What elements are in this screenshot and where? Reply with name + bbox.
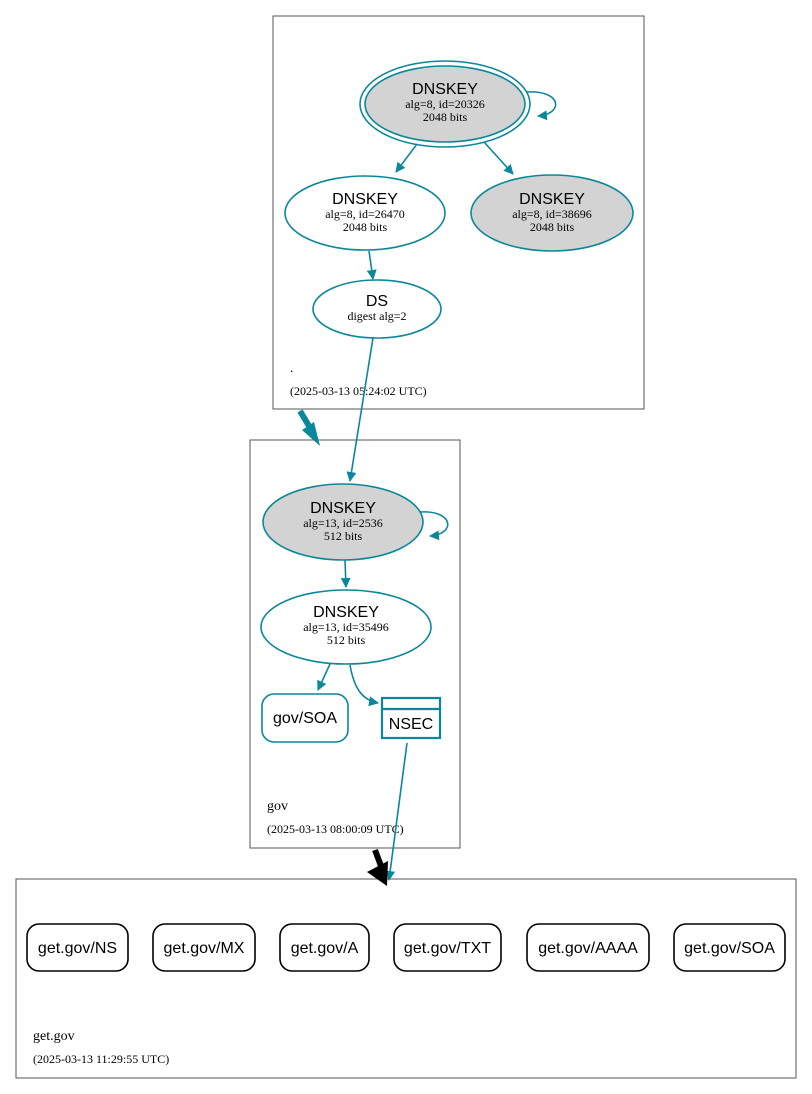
node-root-zsk1-title: DNSKEY — [332, 191, 398, 208]
zone-gov-name: gov — [267, 799, 288, 814]
node-root-zsk2-line2: 2048 bits — [530, 220, 575, 234]
zone-root-name: . — [290, 360, 293, 375]
edges — [317, 91, 557, 881]
zone-getgov: get.gov (2025-03-13 11:29:55 UTC) — [15, 878, 797, 1079]
record-txt-label: get.gov/TXT — [404, 940, 491, 957]
node-ds-line1: digest alg=2 — [347, 309, 406, 323]
record-aaaa[interactable]: get.gov/AAAA — [526, 923, 650, 972]
record-soa-label: get.gov/SOA — [684, 940, 775, 957]
edge-gov-zsk-soa — [317, 663, 331, 691]
node-gov-zsk-line2: 512 bits — [327, 633, 366, 647]
edge-zsk1-ds — [366, 250, 377, 280]
node-root-ksk-line1: alg=8, id=20326 — [405, 97, 485, 111]
record-soa[interactable]: get.gov/SOA — [673, 923, 786, 972]
delegation-gov-getgov — [367, 848, 388, 886]
node-ds[interactable]: DS digest alg=2 — [312, 279, 442, 339]
record-mx[interactable]: get.gov/MX — [152, 923, 256, 972]
zone-getgov-timestamp: (2025-03-13 11:29:55 UTC) — [33, 1052, 169, 1066]
delegation-root-gov — [297, 409, 320, 446]
zone-gov: gov (2025-03-13 08:00:09 UTC) — [249, 439, 461, 849]
edge-gov-zsk-nsec — [349, 664, 379, 707]
record-aaaa-label: get.gov/AAAA — [538, 940, 638, 957]
record-a-label: get.gov/A — [291, 940, 359, 957]
node-ds-title: DS — [366, 293, 388, 310]
zone-root-timestamp: (2025-03-13 05:24:02 UTC) — [290, 384, 427, 398]
node-root-zsk1-line2: 2048 bits — [343, 220, 388, 234]
node-gov-soa-label: gov/SOA — [273, 710, 337, 727]
record-a[interactable]: get.gov/A — [279, 923, 370, 972]
edge-nsec-getgov — [385, 742, 408, 881]
edge-ds-gov-ksk — [346, 337, 374, 482]
edge-root-ksk-self — [526, 91, 557, 121]
record-ns-label: get.gov/NS — [38, 940, 117, 957]
edge-gov-ksk-zsk — [340, 559, 351, 588]
node-root-ksk-title: DNSKEY — [412, 81, 478, 98]
record-ns[interactable]: get.gov/NS — [26, 923, 129, 972]
node-gov-zsk-title: DNSKEY — [313, 604, 379, 621]
node-root-ksk-line2: 2048 bits — [423, 110, 468, 124]
edge-root-ksk-zsk1 — [395, 143, 418, 173]
node-gov-zsk[interactable]: DNSKEY alg=13, id=35496 512 bits — [260, 589, 432, 665]
record-txt[interactable]: get.gov/TXT — [393, 923, 502, 972]
node-root-zsk2-title: DNSKEY — [519, 191, 585, 208]
node-nsec-label: NSEC — [389, 716, 433, 733]
edge-gov-ksk-self — [419, 511, 449, 541]
node-root-zsk2[interactable]: DNSKEY alg=8, id=38696 2048 bits — [470, 174, 634, 252]
node-nsec[interactable]: NSEC — [380, 696, 442, 740]
node-gov-ksk-line1: alg=13, id=2536 — [303, 516, 383, 530]
record-mx-label: get.gov/MX — [164, 940, 245, 957]
node-root-zsk2-line1: alg=8, id=38696 — [512, 207, 592, 221]
node-gov-zsk-line1: alg=13, id=35496 — [303, 620, 389, 634]
node-root-zsk1[interactable]: DNSKEY alg=8, id=26470 2048 bits — [284, 175, 446, 251]
edge-root-ksk-zsk2 — [483, 141, 514, 175]
node-gov-ksk-title: DNSKEY — [310, 500, 376, 517]
node-root-zsk1-line1: alg=8, id=26470 — [325, 207, 405, 221]
node-gov-ksk-line2: 512 bits — [324, 529, 363, 543]
node-gov-ksk[interactable]: DNSKEY alg=13, id=2536 512 bits — [262, 483, 424, 561]
node-root-ksk[interactable]: DNSKEY alg=8, id=20326 2048 bits — [359, 60, 531, 148]
zone-getgov-name: get.gov — [33, 1029, 75, 1044]
zone-root: . (2025-03-13 05:24:02 UTC) — [272, 15, 645, 410]
zone-gov-timestamp: (2025-03-13 08:00:09 UTC) — [267, 822, 404, 836]
node-gov-soa[interactable]: gov/SOA — [261, 693, 349, 743]
